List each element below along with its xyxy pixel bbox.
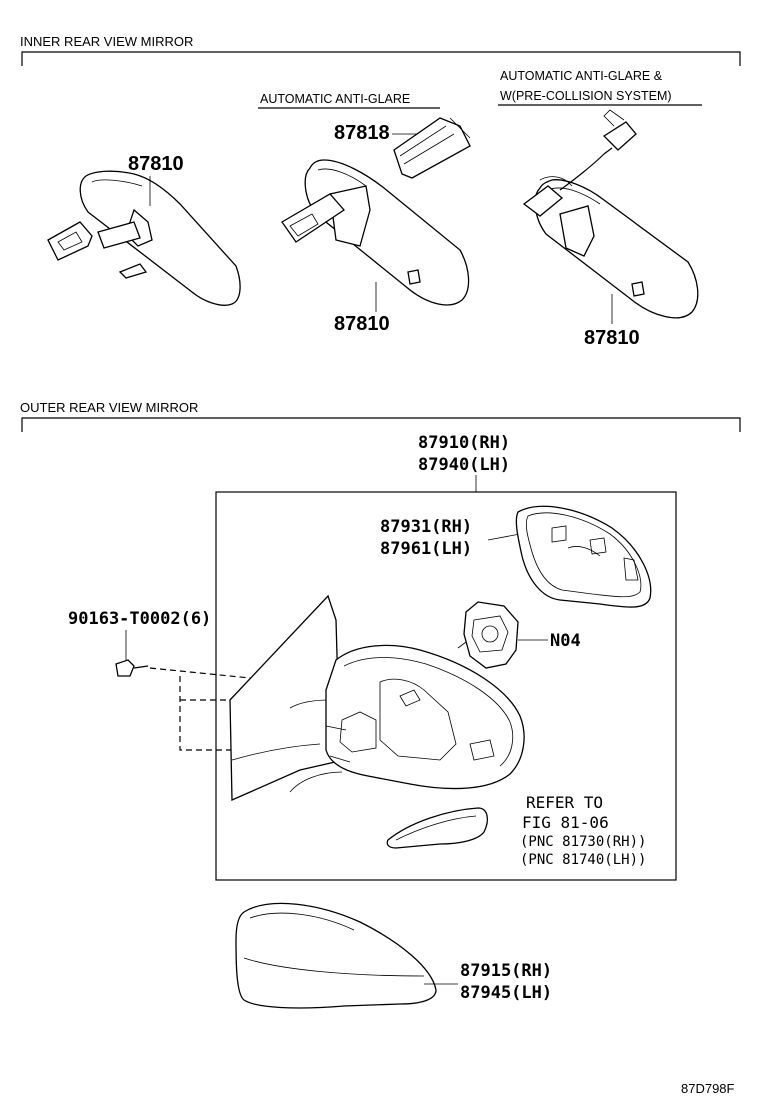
inner-auto-mirror[interactable]: [281, 159, 470, 306]
outer-mirror-glass[interactable]: [515, 505, 652, 608]
turn-signal-ref-line2: FIG 81-06: [522, 813, 609, 832]
outer-section: OUTER REAR VIEW MIRROR: [20, 400, 741, 432]
diagram-code: 87D798F: [681, 1081, 735, 1096]
inner-pcs-mirror[interactable]: [522, 109, 699, 319]
inner-section-bracket: [21, 51, 741, 66]
leader-line: [487, 533, 521, 541]
outer-cover-lh: 87945(LH): [460, 983, 552, 1003]
inner-auto-cover-part-number: 87818: [334, 122, 390, 144]
outer-assembly-lh: 87940(LH): [418, 455, 510, 475]
outer-screw-part-number: 90163-T0002(6): [68, 609, 211, 629]
turn-signal-ref-line4: (PNC 81740(LH)): [520, 852, 646, 868]
inner-pcs-note-line1: AUTOMATIC ANTI-GLARE &: [500, 69, 663, 83]
outer-screw[interactable]: [115, 659, 149, 677]
turn-signal-ref-line3: (PNC 81730(RH)): [520, 834, 646, 850]
inner-auto-cover[interactable]: [393, 117, 471, 179]
inner-basic-part-number: 87810: [128, 153, 184, 175]
outer-turn-signal[interactable]: [386, 807, 489, 849]
outer-mirror-motor[interactable]: [457, 601, 519, 669]
outer-cover-rh: 87915(RH): [460, 961, 552, 981]
outer-motor-code: N04: [550, 631, 581, 651]
inner-auto-mirror-part-number: 87810: [334, 313, 390, 335]
inner-mirror-basic[interactable]: [47, 170, 241, 306]
outer-glass-rh: 87931(RH): [380, 517, 472, 537]
outer-mirror-body[interactable]: [229, 594, 525, 801]
inner-pcs-note-line2: W(PRE-COLLISION SYSTEM): [500, 89, 672, 103]
outer-assembly-box: [215, 491, 677, 881]
outer-glass-lh: 87961(LH): [380, 539, 472, 559]
inner-auto-note: AUTOMATIC ANTI-GLARE: [260, 92, 410, 106]
outer-assembly-rh: 87910(RH): [418, 433, 510, 453]
turn-signal-ref-line1: REFER TO: [526, 793, 603, 812]
inner-pcs-mirror-part-number: 87810: [584, 327, 640, 349]
inner-section-title: INNER REAR VIEW MIRROR: [20, 34, 193, 49]
outer-mirror-cover[interactable]: [235, 902, 437, 1009]
outer-section-title: OUTER REAR VIEW MIRROR: [20, 400, 198, 415]
inner-section: INNER REAR VIEW MIRROR: [20, 34, 741, 66]
outer-section-bracket: [21, 417, 741, 432]
